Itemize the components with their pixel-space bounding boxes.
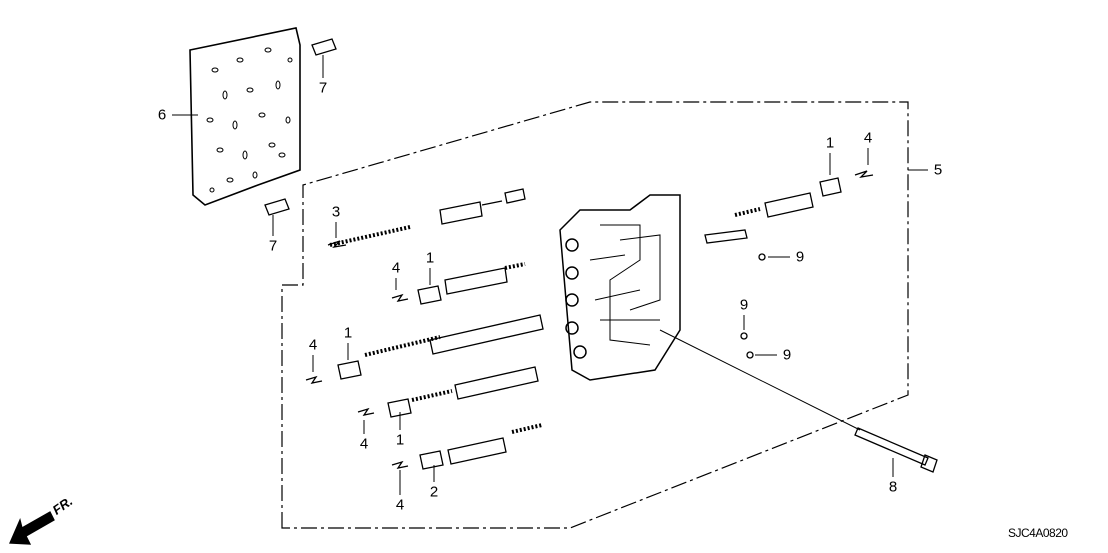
callout-7: 7 — [318, 79, 328, 97]
retaining-clips — [305, 170, 874, 469]
callout-6: 6 — [157, 106, 167, 124]
leader-lines — [172, 55, 928, 495]
callout-4: 4 — [391, 259, 401, 277]
callout-1: 1 — [343, 324, 353, 342]
callout-4: 4 — [359, 435, 369, 453]
callout-9: 9 — [795, 248, 805, 266]
bolt — [659, 329, 938, 473]
right-valves — [704, 177, 842, 359]
callout-7: 7 — [268, 237, 278, 255]
spool-valves — [329, 188, 544, 470]
callout-1: 1 — [395, 431, 405, 449]
callout-4: 4 — [308, 336, 318, 354]
separator-plate — [189, 27, 301, 206]
callout-4: 4 — [863, 129, 873, 147]
diagram-code: SJC4A0820 — [1008, 526, 1068, 540]
dowel-pins — [264, 38, 337, 216]
front-direction-arrow — [9, 511, 55, 545]
callout-4: 4 — [395, 496, 405, 514]
callout-3: 3 — [331, 203, 341, 221]
valve-body — [559, 194, 681, 381]
callout-5: 5 — [933, 161, 943, 179]
assembly-boundary — [281, 101, 909, 529]
callout-9: 9 — [739, 296, 749, 314]
callout-2: 2 — [429, 483, 439, 501]
callout-8: 8 — [888, 478, 898, 496]
callout-9: 9 — [782, 346, 792, 364]
callout-1: 1 — [825, 134, 835, 152]
callout-1: 1 — [425, 249, 435, 267]
